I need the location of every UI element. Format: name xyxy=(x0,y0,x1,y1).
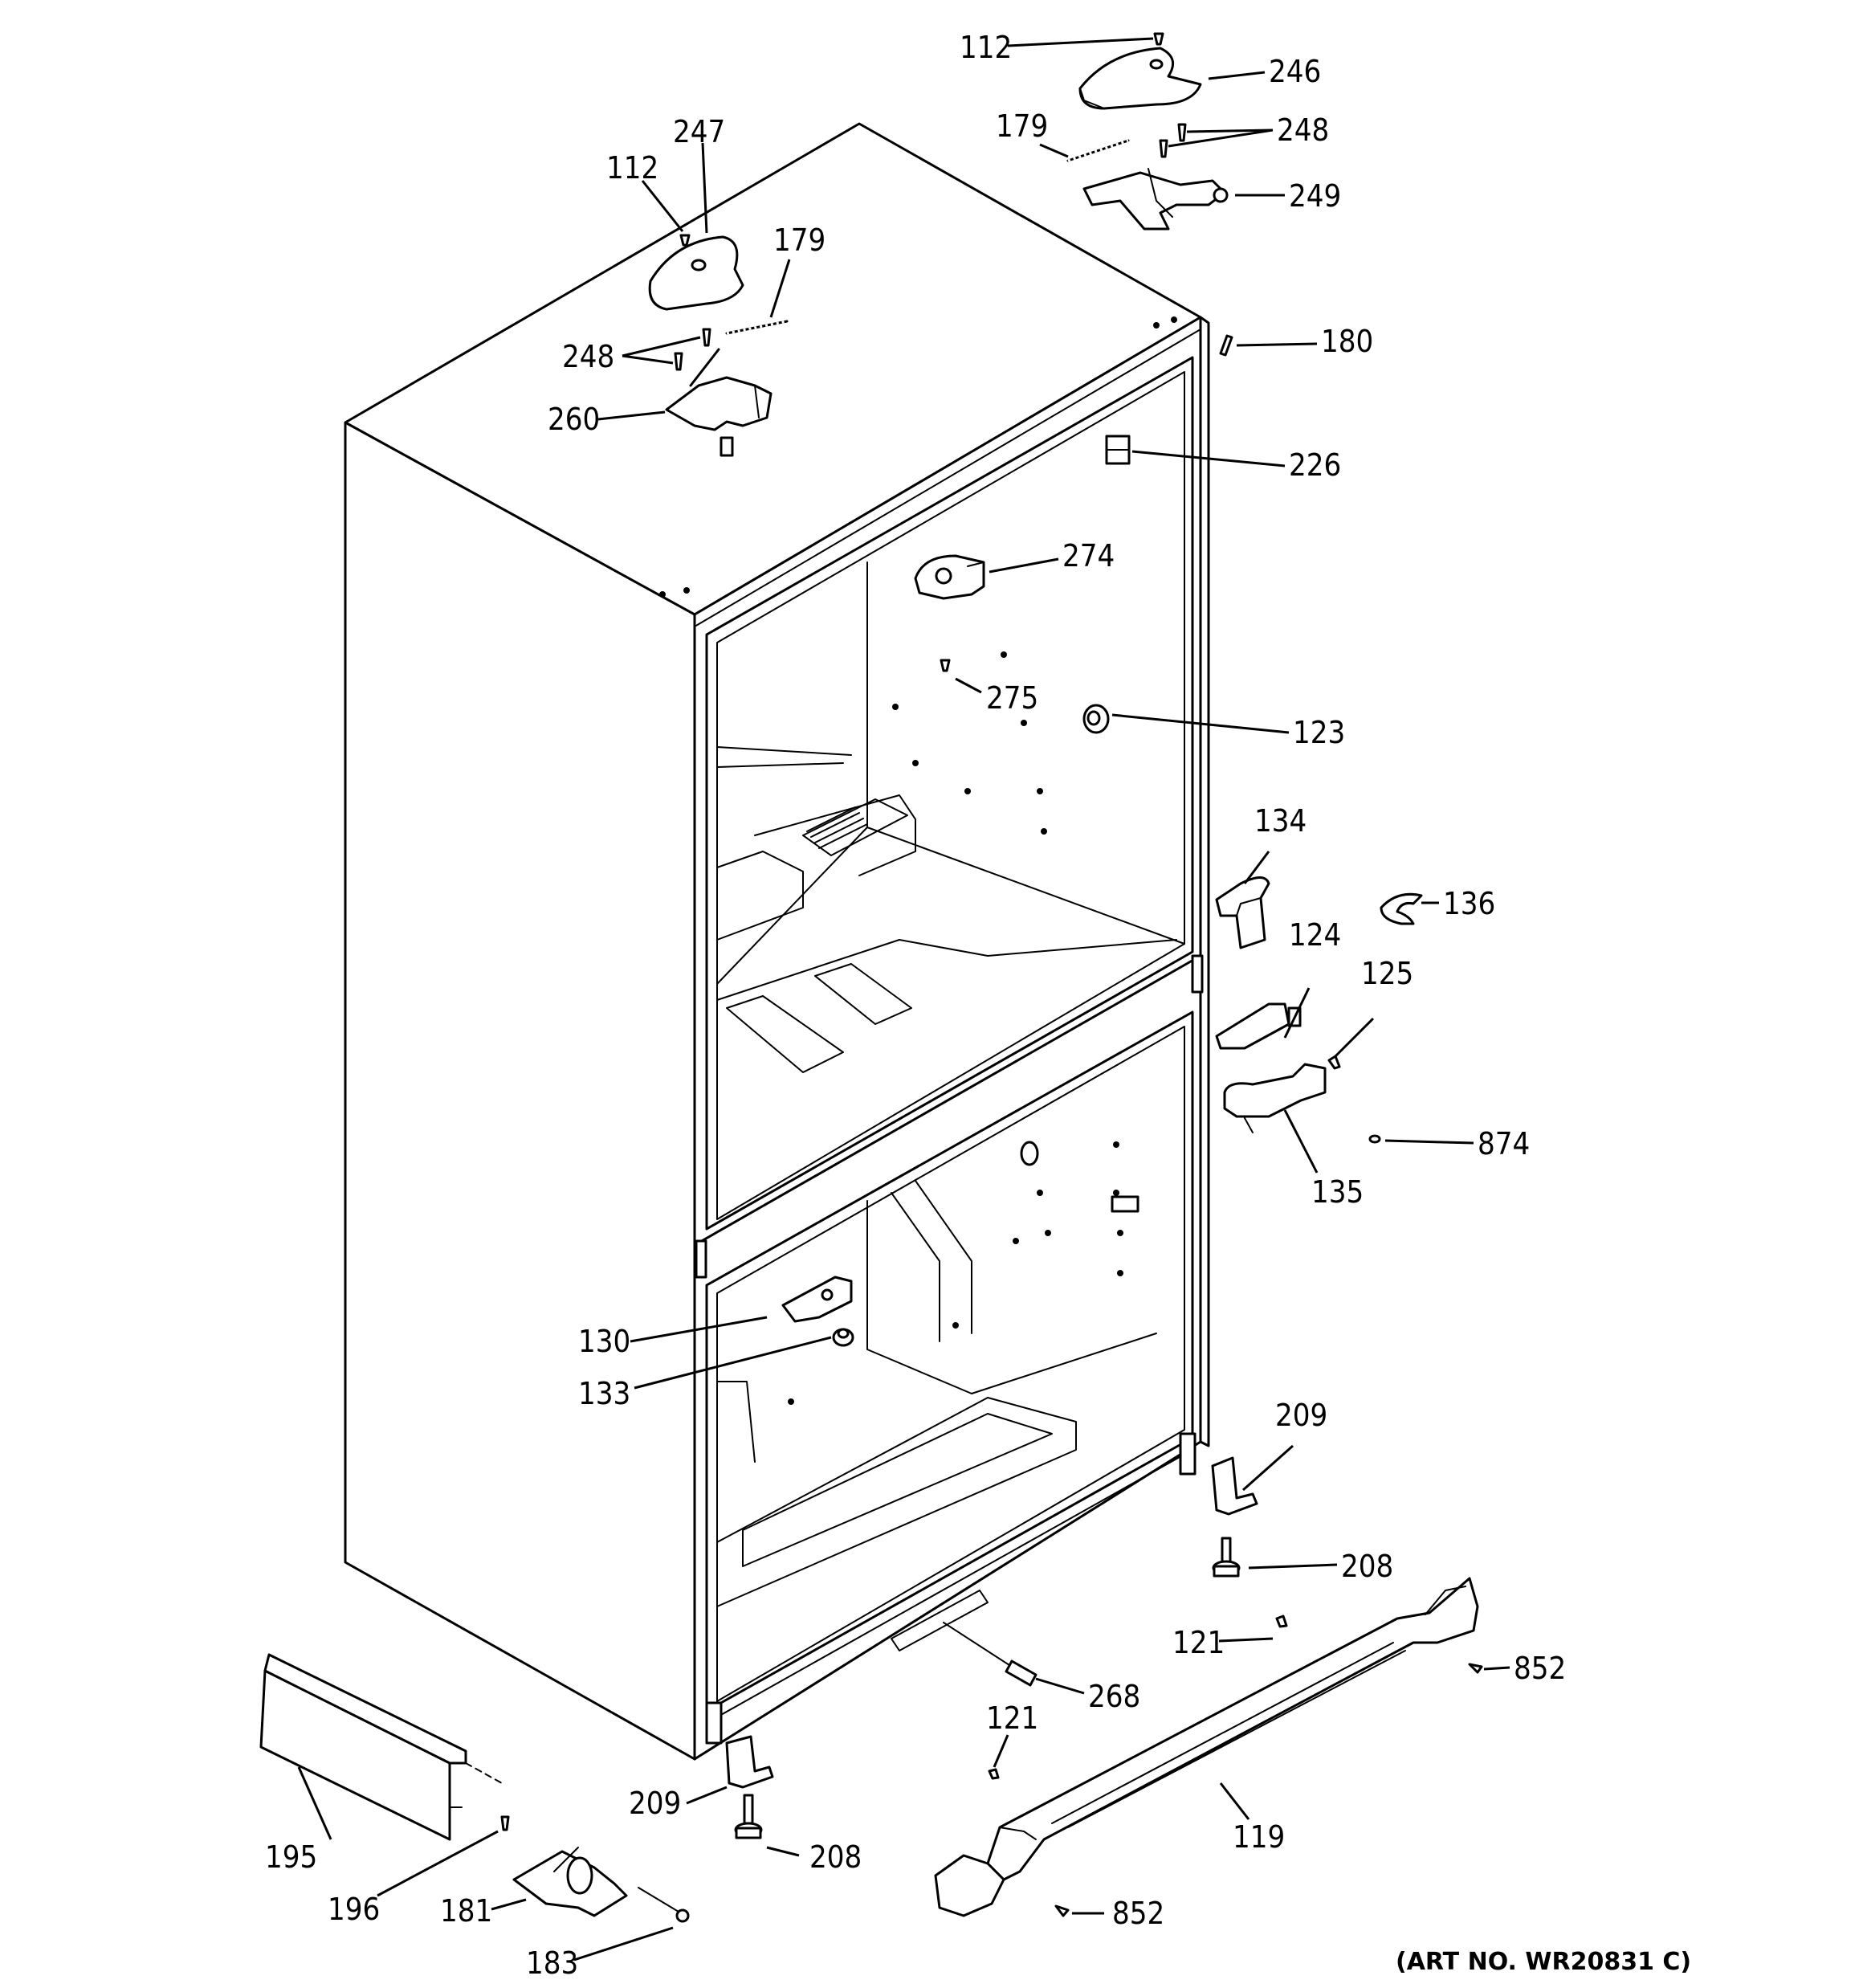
callout-208-right: 208 xyxy=(1341,1549,1393,1584)
callout-labels: 112 246 179 248 249 247 112 179 248 260 … xyxy=(265,30,1691,1981)
pin-248-left-2 xyxy=(674,352,683,371)
hinge-cover-247 xyxy=(648,235,744,311)
callout-195: 195 xyxy=(265,1839,317,1875)
damper-274 xyxy=(914,554,985,600)
callout-226: 226 xyxy=(1289,447,1341,483)
leveling-leg-208-right xyxy=(1212,1537,1241,1578)
hinge-249 xyxy=(1082,168,1229,231)
callout-179-top: 179 xyxy=(996,108,1048,144)
roller-181 xyxy=(512,1847,628,1917)
callout-124: 124 xyxy=(1289,917,1341,953)
callout-133: 133 xyxy=(578,1376,630,1411)
callout-248-top: 248 xyxy=(1277,112,1329,148)
vent-grille xyxy=(806,806,868,849)
pin-248-left-1 xyxy=(702,328,711,347)
spring-179-left xyxy=(725,320,789,335)
base-grille-119 xyxy=(934,1577,1479,1917)
clip-852-right xyxy=(1468,1663,1483,1674)
screw-183 xyxy=(638,1887,690,1923)
callout-247: 247 xyxy=(673,114,725,149)
bracket-134 xyxy=(1215,876,1270,949)
art-number: (ART NO. WR20831 C) xyxy=(1396,1948,1691,1976)
bracket-124 xyxy=(1215,1002,1302,1050)
callout-121-right: 121 xyxy=(1172,1625,1225,1660)
pin-248-top-2 xyxy=(1159,139,1168,158)
callout-260: 260 xyxy=(548,402,600,437)
screw-121-right xyxy=(1275,1614,1288,1628)
callout-180: 180 xyxy=(1321,324,1373,359)
bracket-209-left xyxy=(725,1735,774,1789)
refrigerator-cabinet xyxy=(344,122,1210,1761)
bumper-123 xyxy=(1082,704,1110,734)
callout-134: 134 xyxy=(1254,803,1307,839)
clip-852-left xyxy=(1054,1904,1070,1917)
screw-125 xyxy=(1327,1055,1341,1070)
callout-209-left: 209 xyxy=(629,1786,681,1821)
spring-179-top xyxy=(1066,139,1130,162)
callout-179-left: 179 xyxy=(773,222,826,258)
pin-133 xyxy=(832,1328,854,1347)
hinge-260 xyxy=(665,348,773,457)
callout-209-right: 209 xyxy=(1275,1398,1327,1433)
callout-275: 275 xyxy=(986,680,1038,716)
callout-246: 246 xyxy=(1269,54,1321,89)
callout-874: 874 xyxy=(1478,1126,1530,1161)
callout-249: 249 xyxy=(1289,178,1341,214)
callout-112-left: 112 xyxy=(606,150,658,186)
callout-123: 123 xyxy=(1293,715,1345,750)
callout-181: 181 xyxy=(440,1893,492,1929)
callout-274: 274 xyxy=(1062,538,1115,574)
callout-268: 268 xyxy=(1088,1679,1140,1714)
clip-136 xyxy=(1380,892,1423,925)
callout-119: 119 xyxy=(1233,1819,1285,1855)
screw-275 xyxy=(940,659,951,672)
callout-248-left: 248 xyxy=(562,339,614,374)
callout-125: 125 xyxy=(1361,956,1413,991)
callout-121-left: 121 xyxy=(986,1700,1038,1736)
screw-121-left xyxy=(988,1768,1000,1780)
callout-112-top: 112 xyxy=(960,30,1012,65)
kick-plate-195 xyxy=(259,1653,503,1841)
callout-208-left: 208 xyxy=(809,1839,862,1875)
callout-130: 130 xyxy=(578,1324,630,1359)
callout-196: 196 xyxy=(328,1892,380,1927)
callout-136: 136 xyxy=(1443,886,1495,921)
leveling-leg-208-left xyxy=(734,1794,763,1839)
pin-248-top-1 xyxy=(1177,123,1187,142)
callout-852-right: 852 xyxy=(1514,1651,1566,1686)
callout-183: 183 xyxy=(526,1945,578,1981)
screw-196 xyxy=(500,1815,510,1831)
leader-lines xyxy=(297,37,1510,1961)
clip-180 xyxy=(1219,334,1233,357)
switch-226 xyxy=(1105,435,1131,465)
hinge-cover-246 xyxy=(1078,47,1202,110)
bracket-209-right xyxy=(1211,1456,1258,1516)
hinge-135 xyxy=(1223,1063,1327,1133)
callout-135: 135 xyxy=(1311,1174,1364,1210)
screw-112-left xyxy=(679,234,691,247)
bracket-130 xyxy=(781,1276,853,1323)
washer-874 xyxy=(1368,1134,1381,1144)
rod-268 xyxy=(943,1622,1037,1687)
screw-112-top xyxy=(1153,32,1164,46)
callout-852-left: 852 xyxy=(1112,1896,1164,1931)
